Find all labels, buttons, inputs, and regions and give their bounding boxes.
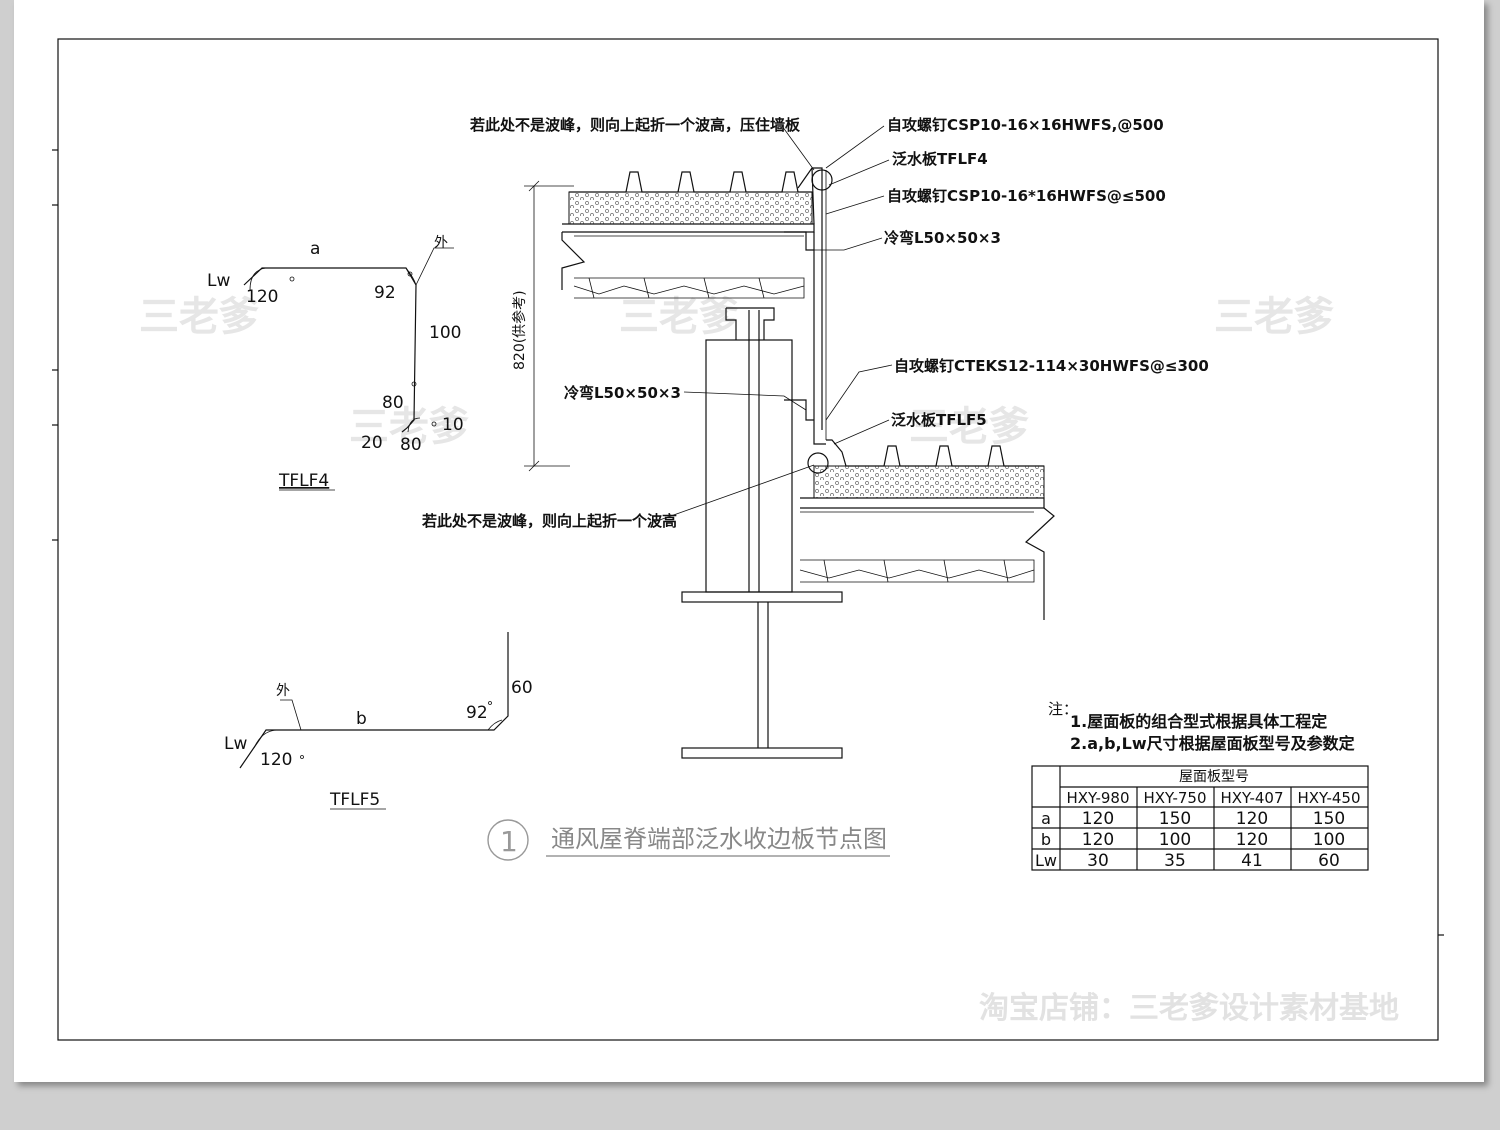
shop-watermark: 淘宝店铺：三老爹设计素材基地 xyxy=(979,991,1399,1026)
screw1-label: 自攻螺钉CSP10-16×16HWFS,@500 xyxy=(887,116,1164,134)
watermark-5: 三老爹 xyxy=(1214,294,1334,340)
watermark-3: 三老爹 xyxy=(619,294,739,340)
top-note: 若此处不是波峰，则向上起折一个波高，压住墙板 xyxy=(469,116,801,134)
tflf5-label: TFLF5 xyxy=(329,790,380,810)
row-a-v4: 150 xyxy=(1313,809,1345,829)
drawing-title: 通风屋脊端部泛水收边板节点图 xyxy=(551,825,887,853)
watermark-1: 三老爹 xyxy=(139,294,259,340)
row-b-v3: 120 xyxy=(1236,830,1268,850)
note-2: 2.a,b,Lw尺寸根据屋面板型号及参数定 xyxy=(1070,734,1355,753)
tflf5-outside: 外 xyxy=(276,683,290,699)
tflf5-profile xyxy=(239,632,509,769)
watermark-4: 三老爹 xyxy=(909,404,1029,450)
angle-left-label: 冷弯L50×50×3 xyxy=(564,384,681,402)
frame-ticks xyxy=(52,149,1444,936)
screw3-label: 自攻螺钉CTEKS12-114×30HWFS@≤300 xyxy=(894,357,1209,375)
table-col-2: HXY-750 xyxy=(1144,789,1207,807)
tflf4-profile xyxy=(243,247,454,433)
title-number: 1 xyxy=(500,825,518,858)
row-a-v3: 120 xyxy=(1236,809,1268,829)
cad-drawing: 三老爹 三老爹 三老爹 三老爹 三老爹 淘宝店铺：三老爹设计素材基地 xyxy=(52,38,1444,1041)
tflf4-angle92: 92 xyxy=(374,283,396,303)
table-header: 屋面板型号 xyxy=(1179,769,1249,785)
row-b-label: b xyxy=(1041,830,1051,849)
tflf4-len100: 100 xyxy=(429,323,461,343)
row-lw-v2: 35 xyxy=(1164,851,1186,871)
row-lw-v1: 30 xyxy=(1087,851,1109,871)
flash-tflf5-label: 泛水板TFLF5 xyxy=(891,411,987,429)
flash-tflf4-label: 泛水板TFLF4 xyxy=(892,150,988,168)
tflf4-lw: Lw xyxy=(207,271,230,291)
drawing-sheet: 三老爹 三老爹 三老爹 三老爹 三老爹 淘宝店铺：三老爹设计素材基地 xyxy=(14,0,1484,1082)
tflf5-len60: 60 xyxy=(511,678,533,698)
row-b-v1: 120 xyxy=(1082,830,1114,850)
tflf4-len20: 20 xyxy=(361,433,383,453)
title-number-circle xyxy=(487,819,529,861)
panel-table xyxy=(1031,765,1369,871)
row-a-v2: 150 xyxy=(1159,809,1191,829)
row-b-v2: 100 xyxy=(1159,830,1191,850)
row-a-v1: 120 xyxy=(1082,809,1114,829)
tflf5-b: b xyxy=(356,709,367,729)
dim-820: 820(供参考) xyxy=(511,290,528,370)
tflf5-angle120: 120 xyxy=(260,750,292,770)
note-1: 1.屋面板的组合型式根据具体工程定 xyxy=(1070,712,1327,731)
row-lw-v4: 60 xyxy=(1318,851,1340,871)
row-lw-label: Lw xyxy=(1035,851,1057,870)
table-col-1: HXY-980 xyxy=(1067,789,1130,807)
bottom-note: 若此处不是波峰，则向上起折一个波高 xyxy=(421,512,677,530)
tflf4-a: a xyxy=(310,239,320,259)
row-b-v4: 100 xyxy=(1313,830,1345,850)
tflf4-angle120: 120 xyxy=(246,287,278,307)
table-col-4: HXY-450 xyxy=(1298,789,1361,807)
notes-head: 注： xyxy=(1048,700,1078,718)
row-lw-v3: 41 xyxy=(1241,851,1263,871)
tflf4-len10: 10 xyxy=(442,415,464,435)
tflf4-label: TFLF4 xyxy=(278,471,329,491)
tflf4-len80b: 80 xyxy=(400,435,422,455)
drawing-frame xyxy=(57,38,1439,1041)
table-col-3: HXY-407 xyxy=(1221,789,1284,807)
tflf5-lw: Lw xyxy=(224,734,247,754)
section-detail: 820(供参考) xyxy=(511,125,1055,759)
tflf5-angle92: 92 xyxy=(466,703,488,723)
screw2-label: 自攻螺钉CSP10-16*16HWFS@≤500 xyxy=(887,187,1166,205)
tflf4-outside: 外 xyxy=(434,235,448,251)
row-a-label: a xyxy=(1041,809,1051,828)
tflf4-len80a: 80 xyxy=(382,393,404,413)
angle-top-label: 冷弯L50×50×3 xyxy=(884,229,1001,247)
